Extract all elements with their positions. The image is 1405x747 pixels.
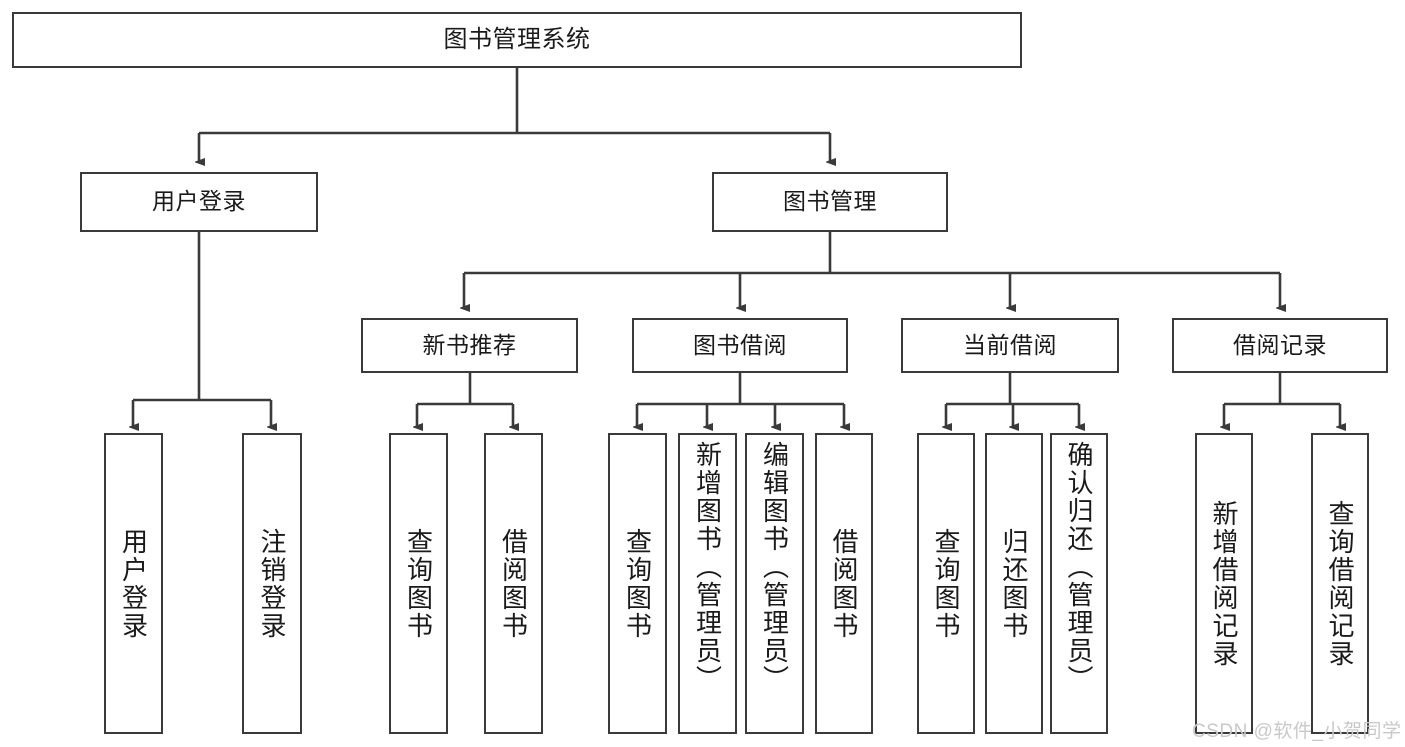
node-leaf-return-book-label: 归还图书 [999,527,1029,640]
node-leaf-borrow-book-2[interactable]: 借阅图书 [815,433,873,734]
node-leaf-borrow-book-1-label: 借阅图书 [498,527,529,640]
node-leaf-edit-book-label: 编辑图书（管理员） [759,441,790,693]
node-leaf-edit-book[interactable]: 编辑图书（管理员） [745,433,804,734]
node-leaf-user-login-label: 用户登录 [118,527,149,640]
node-leaf-add-record-label: 新增借阅记录 [1209,499,1239,668]
node-leaf-query-book-1-label: 查询图书 [403,527,434,640]
csdn-watermark: CSDN @软件_小贺同学 [1192,721,1402,742]
node-leaf-add-record[interactable]: 新增借阅记录 [1195,433,1253,734]
node-book-borrow[interactable]: 图书借阅 [632,318,848,373]
node-current-borrow-label: 当前借阅 [963,331,1057,358]
node-leaf-query-book-2-label: 查询图书 [622,527,653,640]
node-root-label: 图书管理系统 [443,25,591,53]
node-leaf-logout-login-label: 注销登录 [257,527,287,640]
node-book-borrow-label: 图书借阅 [693,331,787,358]
node-leaf-add-book[interactable]: 新增图书（管理员） [678,433,737,734]
node-new-book-recommend[interactable]: 新书推荐 [361,318,578,373]
node-leaf-confirm-return-label: 确认归还（管理员） [1064,441,1094,693]
node-leaf-borrow-book-2-label: 借阅图书 [829,527,859,640]
node-new-book-recommend-label: 新书推荐 [422,331,517,358]
node-leaf-user-login[interactable]: 用户登录 [104,433,163,734]
node-user-login[interactable]: 用户登录 [80,172,318,232]
node-current-borrow[interactable]: 当前借阅 [901,318,1119,373]
node-leaf-query-book-3[interactable]: 查询图书 [917,433,975,734]
node-book-manage[interactable]: 图书管理 [712,172,948,232]
node-user-login-label: 用户登录 [152,188,246,215]
node-leaf-query-book-1[interactable]: 查询图书 [389,433,448,734]
node-leaf-return-book[interactable]: 归还图书 [985,433,1043,734]
node-leaf-query-record[interactable]: 查询借阅记录 [1311,433,1369,734]
node-leaf-confirm-return[interactable]: 确认归还（管理员） [1050,433,1108,734]
node-borrow-record-label: 借阅记录 [1233,331,1327,358]
node-leaf-logout-login[interactable]: 注销登录 [242,433,302,734]
node-book-manage-label: 图书管理 [783,188,877,215]
node-leaf-add-book-label: 新增图书（管理员） [692,441,723,693]
node-leaf-query-record-label: 查询借阅记录 [1325,499,1355,668]
node-borrow-record[interactable]: 借阅记录 [1172,318,1388,373]
node-leaf-borrow-book-1[interactable]: 借阅图书 [484,433,543,734]
node-leaf-query-book-3-label: 查询图书 [931,527,961,640]
node-root[interactable]: 图书管理系统 [12,12,1022,68]
node-leaf-query-book-2[interactable]: 查询图书 [608,433,667,734]
